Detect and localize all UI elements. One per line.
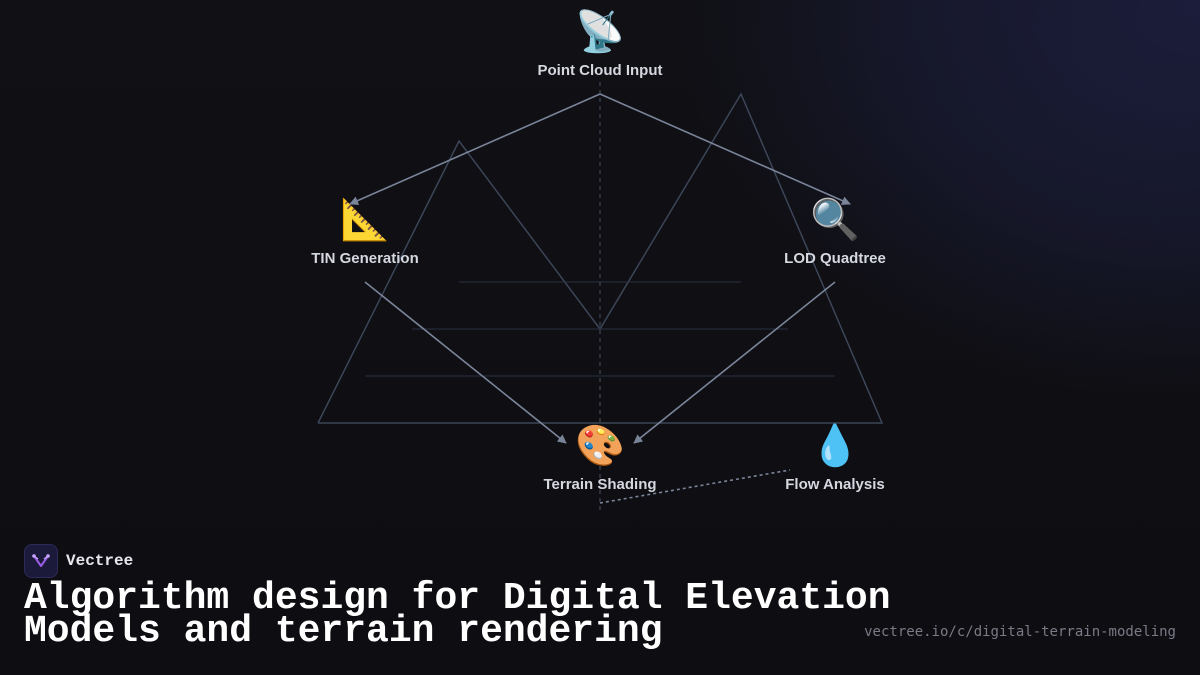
- node-tin-generation[interactable]: 📐 TIN Generation: [311, 196, 419, 267]
- source-url[interactable]: vectree.io/c/digital-terrain-modeling: [864, 624, 1176, 640]
- triangular-ruler-icon: 📐: [340, 197, 390, 243]
- droplet-icon: 💧: [810, 423, 860, 469]
- node-label: Terrain Shading: [543, 476, 657, 493]
- vectree-logo-icon: [24, 544, 58, 578]
- mountain-outline: [317, 92, 884, 424]
- page-title: Algorithm design for Digital Elevation M…: [24, 577, 891, 653]
- brand[interactable]: Vectree: [24, 544, 133, 578]
- magnifying-glass-icon: 🔍: [810, 197, 860, 243]
- mountain-backdrop: [317, 82, 884, 512]
- node-label: Flow Analysis: [785, 476, 885, 493]
- brand-name: Vectree: [66, 552, 134, 570]
- edge-lod-to-shading: [633, 281, 836, 444]
- node-point-cloud-input[interactable]: 📡 Point Cloud Input: [538, 8, 663, 79]
- node-label: TIN Generation: [311, 250, 419, 267]
- edge-point-cloud-to-lod: [599, 93, 851, 205]
- node-lod-quadtree[interactable]: 🔍 LOD Quadtree: [784, 196, 886, 267]
- node-terrain-shading[interactable]: 🎨 Terrain Shading: [543, 422, 656, 493]
- edge-point-cloud-to-tin: [349, 93, 601, 205]
- node-label: LOD Quadtree: [784, 250, 886, 267]
- node-label: Point Cloud Input: [537, 62, 663, 79]
- edge-tin-to-shading: [364, 281, 567, 444]
- artist-palette-icon: 🎨: [575, 423, 625, 469]
- edge-shading-to-flow: [599, 469, 791, 504]
- satellite-antenna-icon: 📡: [575, 9, 625, 55]
- edges: [349, 93, 851, 504]
- node-flow-analysis[interactable]: 💧 Flow Analysis: [785, 422, 884, 493]
